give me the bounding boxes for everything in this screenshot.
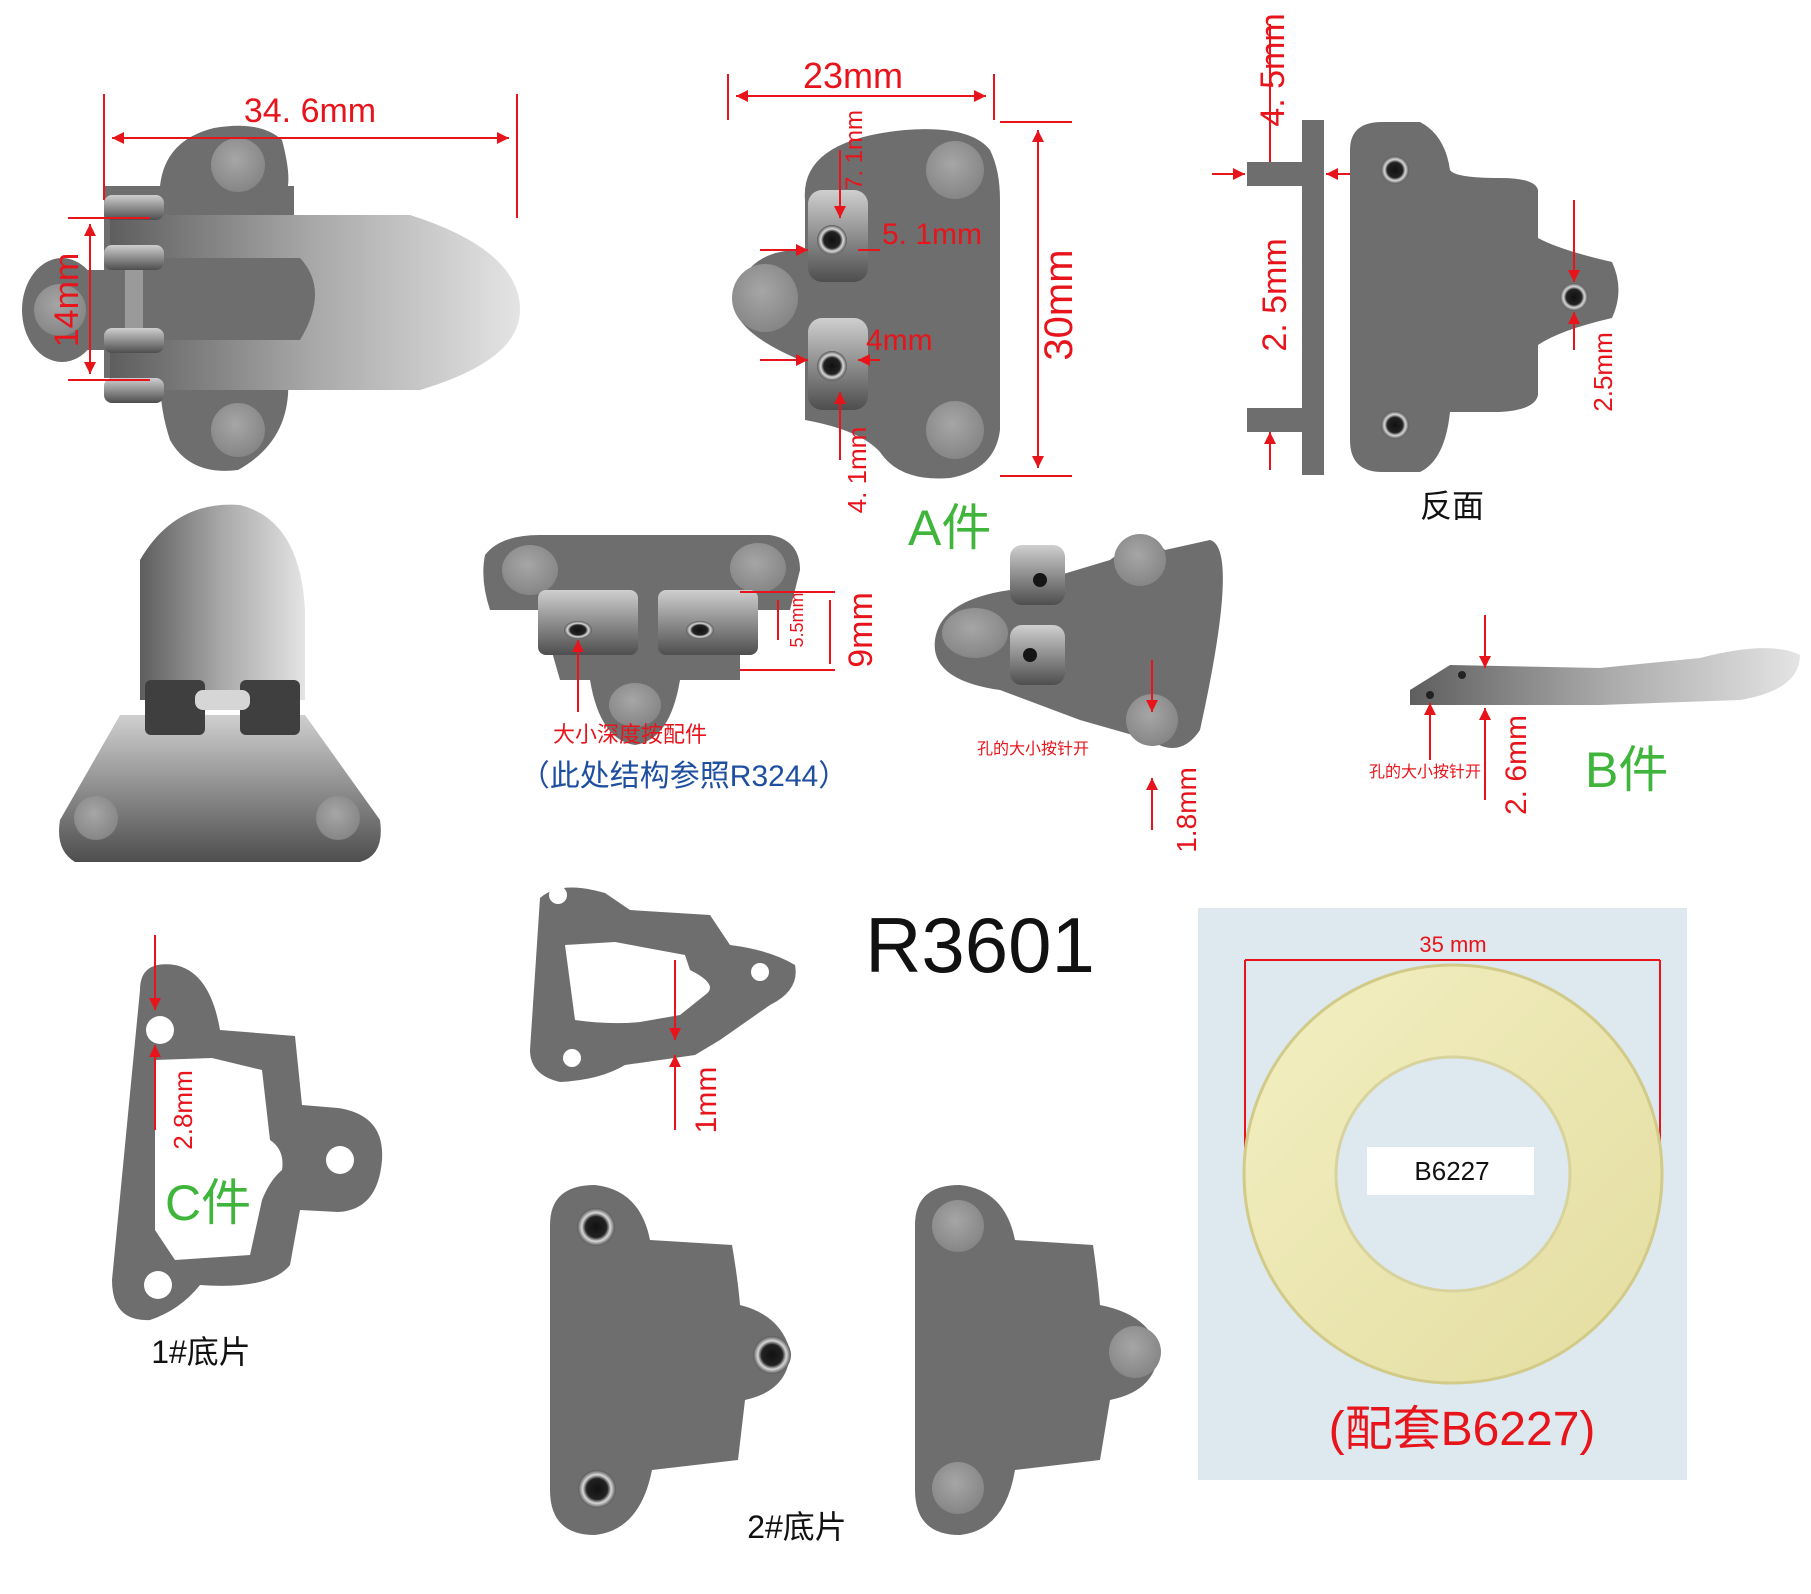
base-2-right-plate xyxy=(915,1185,1161,1535)
dim-a-top-offset: 7. 1mm xyxy=(841,110,868,190)
c-part-plate xyxy=(112,935,383,1321)
note-size-depth: 大小深度按配件 xyxy=(553,722,707,747)
dim-a-width: 23mm xyxy=(803,55,903,96)
label-c-part: C件 xyxy=(165,1175,251,1231)
dim-tab-small: 5.5mm xyxy=(787,592,807,647)
model-code: R3601 xyxy=(865,901,1095,989)
dim-side-top: 4. 5mm xyxy=(1254,13,1292,126)
dim-tab-large: 9mm xyxy=(842,592,880,668)
dim-a-height: 30mm xyxy=(1037,249,1081,360)
label-base-1: 1#底片 xyxy=(151,1334,251,1370)
ring-width: 35 mm xyxy=(1419,932,1486,957)
note-hole-size-a: 孔的大小按针开 xyxy=(977,740,1089,758)
dim-back-hole: 2.5mm xyxy=(1588,332,1618,411)
dim-a-thickness: 1.8mm xyxy=(1171,767,1202,853)
dim-a-bottom-offset: 4. 1mm xyxy=(842,427,872,514)
b-part-side-view xyxy=(1410,615,1800,800)
back-view xyxy=(1350,122,1619,472)
hook-perspective-view xyxy=(59,504,381,862)
dim-hook-length: 34. 6mm xyxy=(244,92,376,130)
label-back-side: 反面 xyxy=(1420,488,1484,524)
note-hole-size-b: 孔的大小按针开 xyxy=(1369,763,1481,781)
a-part-top-view xyxy=(732,129,1000,479)
dim-hook-height: 14mm xyxy=(48,253,86,347)
dim-a-tab-width: 5. 1mm xyxy=(882,218,982,251)
label-b-part: B件 xyxy=(1585,742,1668,798)
frame-plate-perspective xyxy=(530,886,796,1130)
note-ring-match: (配套B6227) xyxy=(1329,1403,1596,1456)
dim-b-thickness: 2. 6mm xyxy=(1500,715,1533,815)
a-part-dimensions xyxy=(727,74,1072,477)
label-base-2: 2#底片 xyxy=(747,1509,847,1545)
dim-plate-thickness: 1mm xyxy=(690,1067,723,1134)
dim-c-hole-offset: 2.8mm xyxy=(168,1070,198,1149)
dim-a-tab-small: 4mm xyxy=(866,324,933,357)
note-structure-ref: （此处结构参照R3244） xyxy=(520,760,848,793)
a-part-side-view xyxy=(934,534,1223,830)
dim-side-gap: 2. 5mm xyxy=(1256,238,1294,351)
hook-dimensions xyxy=(68,94,518,381)
hook-assembly-top-view xyxy=(22,125,520,471)
base-2-left-plate xyxy=(550,1185,791,1535)
ring-panel xyxy=(1198,908,1687,1480)
side-view xyxy=(1212,24,1360,475)
ring-code: B6227 xyxy=(1414,1156,1489,1186)
label-a-part: A件 xyxy=(908,500,991,556)
a-part-front-view xyxy=(483,535,835,745)
